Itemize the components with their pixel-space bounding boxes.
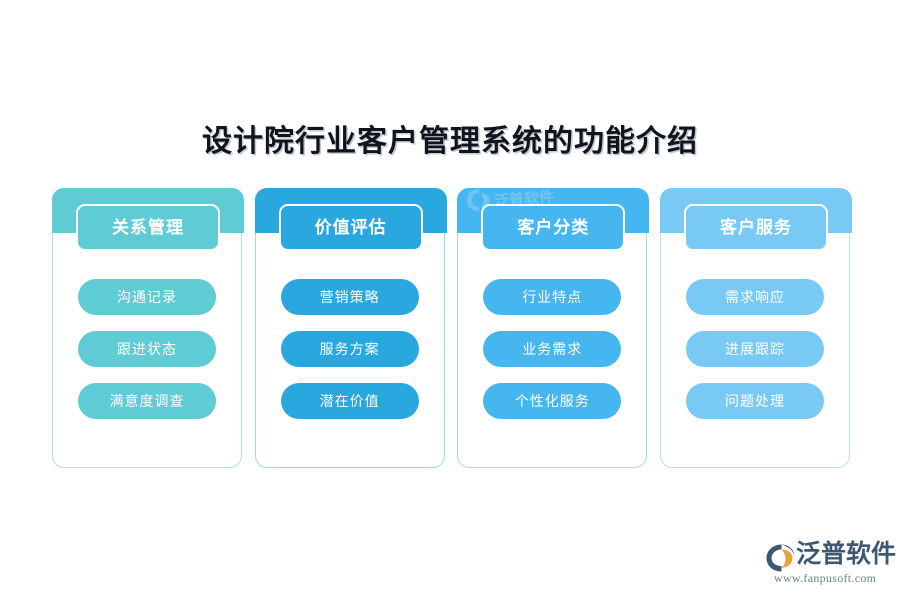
- card-header-label: 客户服务: [719, 218, 792, 237]
- card-header[interactable]: 客户分类: [481, 204, 626, 251]
- list-item-label: 需求响应: [724, 289, 785, 305]
- list-item[interactable]: 业务需求: [483, 331, 622, 367]
- list-item-label: 营销策略: [319, 289, 380, 305]
- card-header[interactable]: 价值评估: [278, 204, 423, 251]
- feature-card[interactable]: 泛普软件 www.fanpusoft.com 客户分类 行业特点 业务需求 个性…: [457, 188, 650, 468]
- card-header-label: 客户分类: [517, 218, 590, 237]
- page-title: 设计院行业客户管理系统的功能介绍: [202, 125, 698, 158]
- card-header-label: 价值评估: [314, 218, 387, 237]
- list-item[interactable]: 问题处理: [685, 383, 824, 419]
- brand-url: www.fanpusoft.com: [774, 571, 877, 585]
- feature-columns: 关系管理 沟通记录 跟进状态 满意度调查 价值评估: [52, 188, 852, 468]
- list-item-label: 服务方案: [319, 341, 380, 357]
- list-item[interactable]: 满意度调查: [78, 383, 216, 419]
- list-item[interactable]: 行业特点: [483, 279, 622, 315]
- list-item-label: 沟通记录: [117, 289, 177, 305]
- list-item-label: 行业特点: [522, 289, 583, 305]
- list-item[interactable]: 潜在价值: [280, 383, 419, 419]
- list-item[interactable]: 服务方案: [280, 331, 419, 367]
- card-item-list: 沟通记录 跟进状态 满意度调查: [53, 279, 241, 419]
- list-item-label: 问题处理: [724, 393, 785, 409]
- feature-card[interactable]: 关系管理 沟通记录 跟进状态 满意度调查: [52, 188, 244, 468]
- feature-card[interactable]: 客户服务 需求响应 进展跟踪 问题处理: [659, 188, 852, 468]
- list-item[interactable]: 营销策略: [280, 279, 419, 315]
- brand-logo[interactable]: 泛普软件 www.fanpusoft.com: [766, 540, 896, 588]
- list-item[interactable]: 个性化服务: [483, 383, 622, 419]
- card-item-list: 营销策略 服务方案 潜在价值: [256, 279, 444, 419]
- list-item-label: 个性化服务: [514, 393, 590, 409]
- feature-card[interactable]: 价值评估 营销策略 服务方案 潜在价值: [254, 188, 447, 468]
- card-header-label: 关系管理: [112, 218, 184, 237]
- card-item-list: 需求响应 进展跟踪 问题处理: [661, 279, 849, 419]
- list-item-label: 进展跟踪: [724, 341, 785, 357]
- list-item[interactable]: 需求响应: [685, 279, 824, 315]
- list-item-label: 跟进状态: [117, 341, 177, 357]
- brand-name: 泛普软件: [796, 541, 897, 568]
- card-header[interactable]: 客户服务: [683, 204, 828, 251]
- list-item[interactable]: 跟进状态: [78, 331, 216, 367]
- card-item-list: 行业特点 业务需求 个性化服务: [458, 279, 646, 419]
- list-item-label: 满意度调查: [109, 393, 185, 409]
- list-item-label: 潜在价值: [319, 393, 380, 409]
- card-header[interactable]: 关系管理: [76, 204, 220, 251]
- list-item[interactable]: 进展跟踪: [685, 331, 824, 367]
- list-item[interactable]: 沟通记录: [78, 279, 216, 315]
- list-item-label: 业务需求: [522, 341, 583, 357]
- fanpu-logo-icon: [766, 544, 795, 572]
